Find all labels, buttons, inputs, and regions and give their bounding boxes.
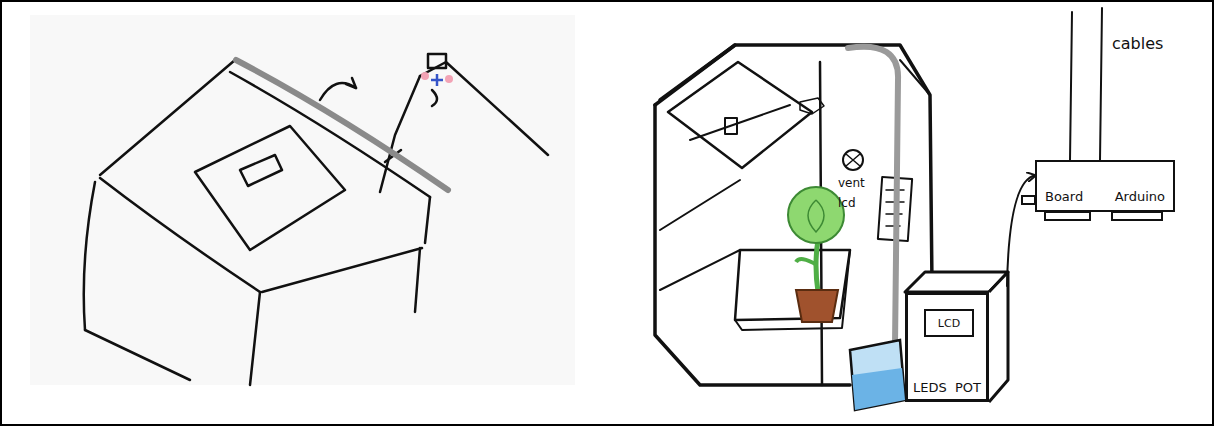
part-label: cables <box>1112 34 1163 53</box>
control-box: LEDS POT LCD <box>905 292 989 402</box>
lcd-screen: LCD <box>924 309 974 337</box>
part-label: vent <box>838 176 865 190</box>
part-label: lcd <box>838 196 856 210</box>
node-text: Arduino <box>1115 189 1165 204</box>
node-text: LCD <box>938 317 960 330</box>
arduino-board: Board Arduino <box>1035 160 1175 212</box>
node-text: LEDS <box>913 380 947 395</box>
curved-arrow <box>1007 176 1035 286</box>
node-text: Board <box>1045 189 1083 204</box>
node-text: POT <box>955 380 981 395</box>
